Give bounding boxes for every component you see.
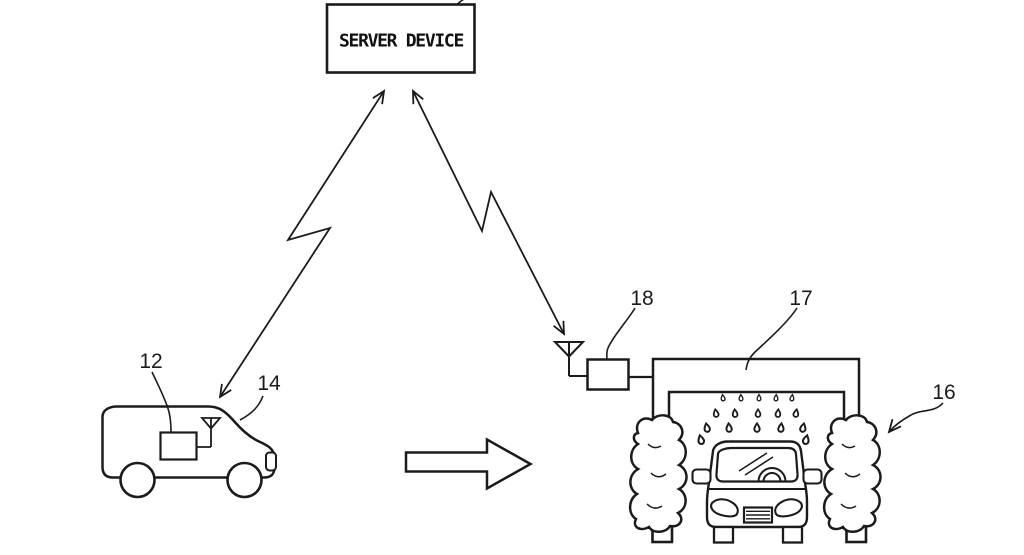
leader-line-18 bbox=[605, 307, 636, 360]
windshield-glare-lines bbox=[738, 452, 774, 476]
van-wheel-rear bbox=[119, 461, 156, 499]
car-mirror-right bbox=[802, 468, 823, 485]
leader-line-17 bbox=[745, 307, 798, 371]
car-tire-left bbox=[712, 525, 735, 544]
steering-wheel bbox=[757, 467, 787, 482]
server-device-label: SERVER DEVICE bbox=[339, 31, 463, 52]
car-wash-station bbox=[552, 341, 882, 544]
water-spray bbox=[696, 393, 811, 446]
gantry-frame-outer bbox=[651, 357, 861, 430]
wireless-link-left-arrow bbox=[218, 89, 386, 399]
server-device: SERVER DEVICE bbox=[325, 0, 476, 74]
wireless-link-right-arrow bbox=[412, 89, 565, 336]
ref-label-18: 18 bbox=[630, 287, 653, 310]
vehicle-van bbox=[101, 405, 277, 499]
van-wheel-front bbox=[226, 461, 263, 499]
station-antenna-icon bbox=[552, 341, 588, 377]
car-grille-bars bbox=[746, 510, 770, 520]
car-headlight-left bbox=[710, 498, 739, 518]
car-windshield bbox=[715, 446, 799, 483]
leader-arrow-16 bbox=[887, 402, 944, 434]
leader-line-12 bbox=[151, 371, 172, 433]
direction-arrow bbox=[404, 437, 534, 491]
car-in-wash bbox=[691, 440, 823, 544]
van-antenna-icon bbox=[197, 417, 222, 448]
brush-right bbox=[822, 414, 882, 544]
car-tire-right bbox=[781, 525, 804, 544]
car-mirror-left bbox=[691, 468, 712, 485]
leader-line-14 bbox=[239, 395, 264, 421]
controller-box bbox=[586, 358, 630, 391]
ref-label-16: 16 bbox=[932, 381, 955, 404]
server-device-box bbox=[325, 3, 476, 74]
ref-label-17: 17 bbox=[789, 287, 812, 310]
ref-label-12: 12 bbox=[139, 350, 162, 373]
ref-label-14: 14 bbox=[257, 372, 281, 395]
van-headlight bbox=[265, 451, 277, 472]
onboard-device-box bbox=[159, 431, 198, 461]
brush-left bbox=[628, 414, 688, 544]
car-headlight-right bbox=[774, 498, 803, 518]
gantry-frame-inner bbox=[667, 390, 846, 430]
